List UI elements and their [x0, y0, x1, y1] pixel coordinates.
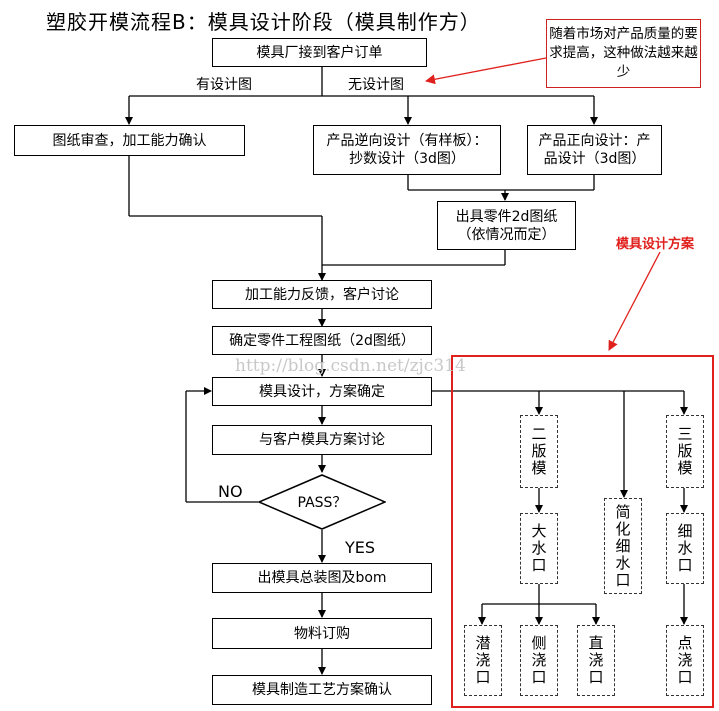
no-label: NO: [218, 482, 243, 501]
pass-decision: PASS？: [258, 474, 386, 530]
decision-diamond: [258, 474, 386, 530]
mold-scheme-frame: [451, 355, 714, 708]
no-design-label: 无设计图: [348, 77, 404, 93]
pin-gate-box: 点浇口: [666, 625, 704, 696]
purchase-box: 物料订购: [212, 618, 432, 649]
page-title: 塑胶开模流程B：模具设计阶段（模具制作方）: [46, 10, 481, 34]
mold-design-box: 模具设计，方案确定: [212, 377, 432, 406]
side-gate-box: 侧浇口: [520, 625, 558, 696]
big-gate-box: 大水口: [520, 513, 558, 584]
two-plate-mold-box: 二版模: [520, 415, 558, 488]
parts-2d-box: 出具零件2d图纸（依情况而定）: [437, 201, 576, 250]
review-box: 图纸审查，加工能力确认: [14, 125, 245, 156]
reverse-design-box: 产品逆向设计（有样板）：抄数设计（3d图）: [313, 125, 501, 175]
mold-scheme-label: 模具设计方案: [616, 237, 695, 252]
feedback-box: 加工能力反馈，客户讨论: [212, 280, 432, 309]
three-plate-mold-box: 三版模: [666, 415, 704, 488]
pass-label: PASS？: [297, 495, 347, 511]
yes-label: YES: [345, 538, 376, 557]
direct-gate-box: 直浇口: [577, 625, 615, 696]
market-note: 随着市场对产品质量的要求提高，这种做法越来越少: [546, 19, 701, 88]
with-design-label: 有设计图: [196, 77, 252, 93]
watermark-text: http://blog.csdn.net/zjc314: [235, 356, 466, 376]
assembly-box: 出模具总装图及bom: [212, 563, 432, 593]
forward-design-box: 产品正向设计：产品设计（3d图）: [527, 125, 662, 175]
process-box: 模具制造工艺方案确认: [212, 675, 432, 705]
simplified-fine-gate-box: 简化细水口: [604, 498, 642, 594]
order-box: 模具厂接到客户订单: [212, 38, 427, 67]
discuss-box: 与客户模具方案讨论: [212, 425, 432, 455]
confirm-drawing-box: 确定零件工程图纸（2d图纸）: [212, 326, 432, 355]
sub-gate-box: 潜浇口: [464, 625, 502, 696]
fine-gate-box: 细水口: [666, 513, 704, 584]
